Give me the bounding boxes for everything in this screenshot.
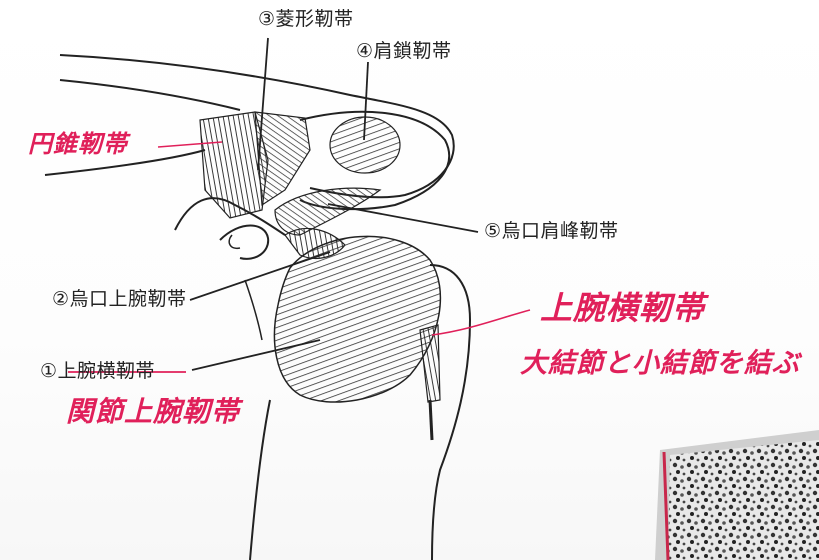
label-rhomboid-ligament: ③菱形靭帯 — [258, 10, 354, 29]
bone-section-image — [655, 430, 819, 560]
coracoid-tip — [229, 235, 240, 248]
label-coracoacromial-ligament: ⑤烏口肩峰靭帯 — [484, 222, 619, 241]
annotation-conoid-ligament: 円錐靭帯 — [28, 132, 128, 156]
pointer-coracoacromial — [328, 204, 478, 232]
trapezoid-ligament-shape — [255, 112, 310, 205]
glenoid-outline — [245, 280, 262, 340]
annotation-connects-tubercles: 大結節と小結節を結ぶ — [520, 350, 800, 377]
humerus-medial-outline — [250, 400, 270, 560]
humeral-head-shape — [274, 236, 440, 402]
label-coracohumeral-ligament: ②烏口上腕靭帯 — [52, 290, 187, 309]
clavicle-lower-outline — [60, 80, 240, 110]
pointer-transverse-note — [432, 310, 530, 335]
annotation-transverse-humeral-ligament: 上腕横靭帯 — [540, 292, 705, 324]
annotation-glenohumeral-ligament: 関節上腕靭帯 — [66, 398, 240, 426]
biceps-tendon-shape — [420, 325, 440, 402]
label-acromioclavicular-ligament: ④肩鎖靭帯 — [356, 42, 452, 61]
coracoid-outline — [220, 226, 268, 259]
label-transverse-humeral-ligament: ①上腕横靭帯 — [40, 362, 155, 381]
